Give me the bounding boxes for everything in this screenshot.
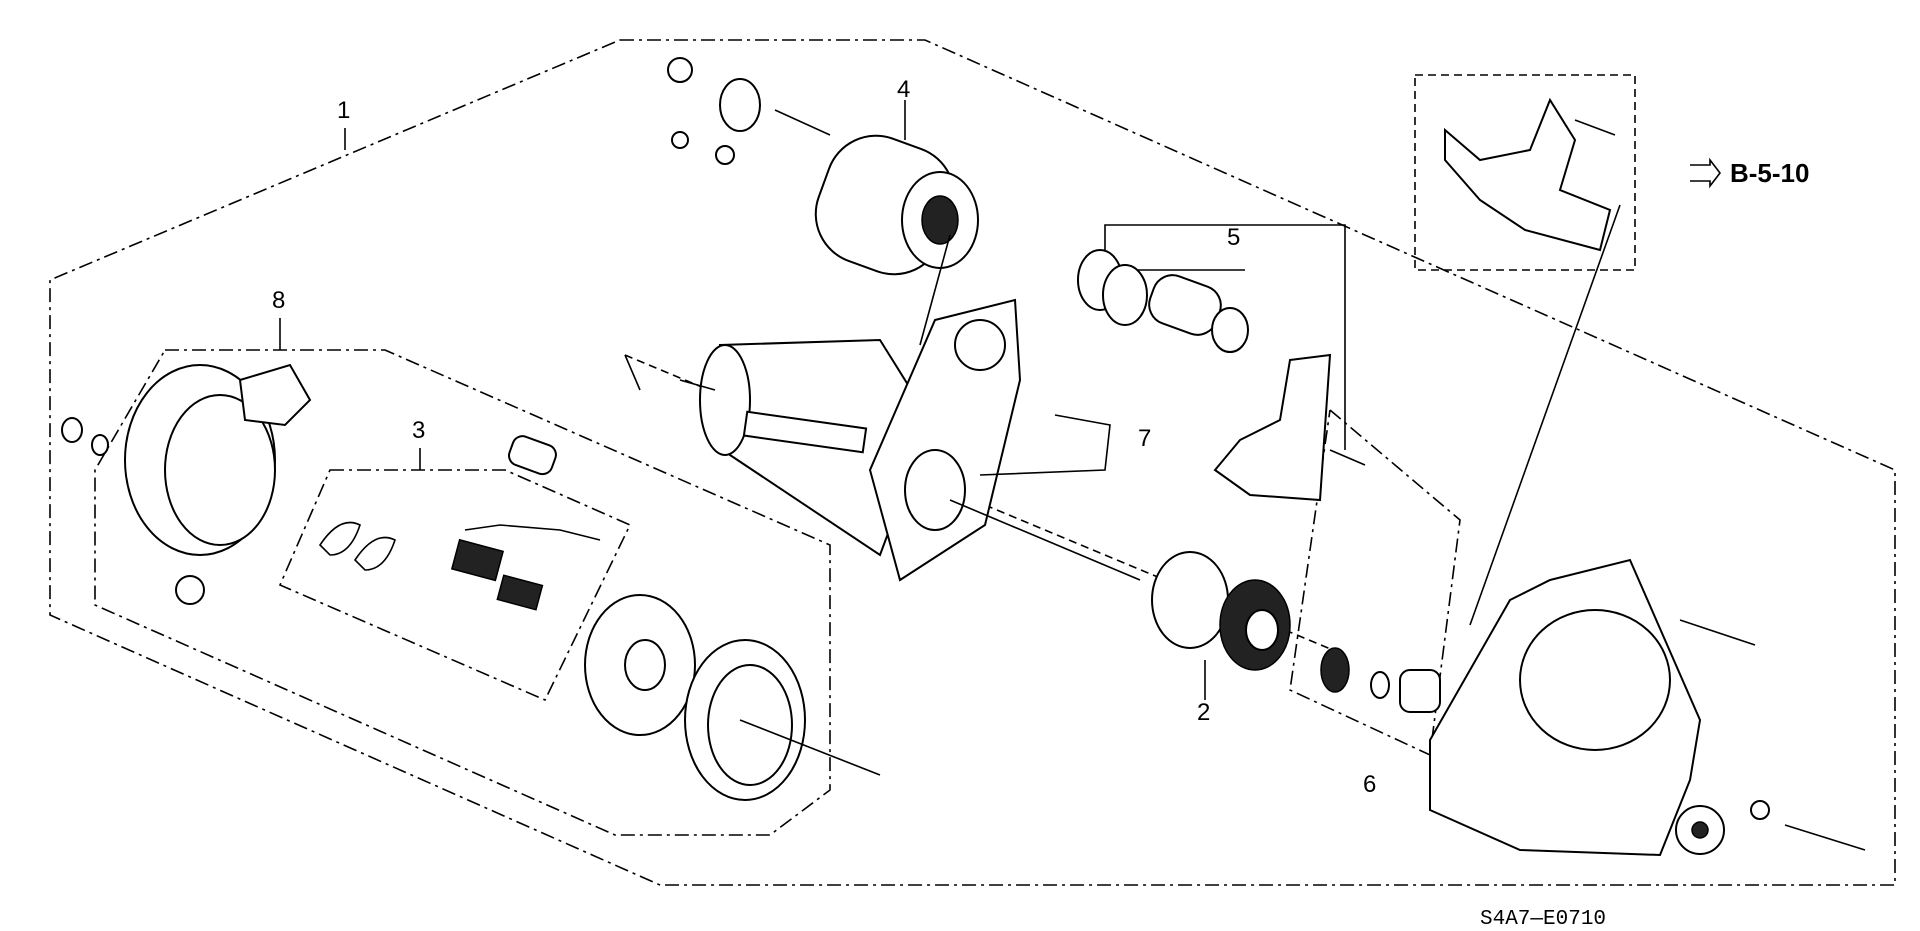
callout-8: 8 [272,287,285,314]
group-6-parts [1320,647,1441,713]
group-3-boundary [278,469,632,702]
callout-4: 4 [897,76,910,103]
callout-3: 3 [412,417,425,444]
brush-holder [584,594,696,736]
brush-parts-3 [318,435,601,611]
yoke-housing [679,298,1141,582]
group-5-parts [1077,249,1366,502]
reference-label: B-5-10 [1730,158,1809,188]
callout-1: 1 [337,97,350,124]
assembly-8-boundary [94,349,831,836]
front-housing [1429,558,1866,857]
assembly-1-boundary [49,39,1896,886]
solenoid-4 [667,57,979,346]
figure-code: S4A7—E0710 [1480,908,1606,931]
callout-5: 5 [1227,224,1240,251]
bracket-inset [1414,74,1722,626]
callout-6: 6 [1363,771,1376,798]
field-ring [684,639,881,801]
callout-2: 2 [1197,699,1210,726]
end-cover-8 [61,363,312,605]
pinion-2 [1151,551,1291,671]
callout-7: 7 [1138,425,1151,452]
